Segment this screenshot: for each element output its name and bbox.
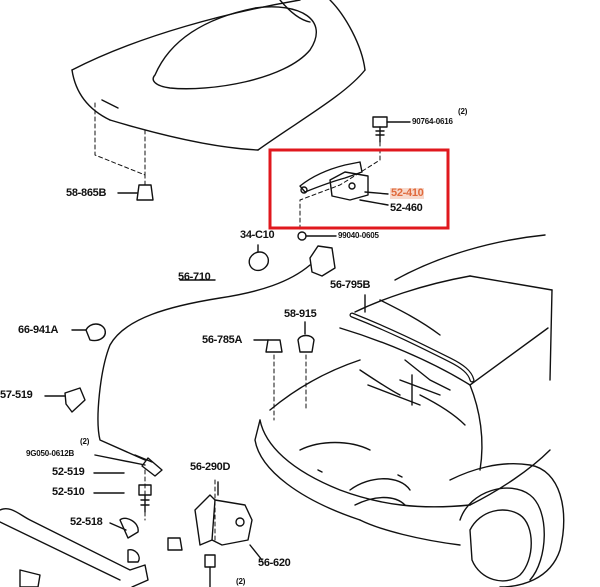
weatherstrip-part (349, 294, 475, 383)
part-label-bolt-lower: 9G050-0612B (26, 449, 75, 458)
stop-rubber-part (253, 321, 315, 353)
rod-clip-part (248, 244, 269, 272)
part-label-clip-c: 57-519 (0, 389, 33, 401)
part-label-52-460: 52-460 (390, 202, 423, 214)
qty-label-bottom: (2) (236, 577, 246, 586)
part-label-bracket-c: 52-518 (70, 516, 103, 528)
highlight-callout-box (268, 148, 450, 230)
part-label-bracket-a: 52-519 (52, 466, 85, 478)
part-label-rod-clip: 34-C10 (240, 229, 275, 241)
bracket-part (0, 472, 149, 587)
bolt-hinge-part (297, 231, 337, 241)
part-label-latch: 56-290D (190, 461, 231, 473)
bolt-top-part (372, 116, 411, 143)
part-label-hood-bumper: 58-865B (66, 187, 107, 199)
qty-label-lower: (2) (80, 437, 90, 446)
part-label-release-cable: 56-710 (178, 271, 211, 283)
part-label-bolt-hinge: 99040-0605 (338, 231, 379, 240)
hood-bumper-part (117, 184, 154, 201)
part-label-clip-a: 66-941A (18, 324, 59, 336)
part-label-stop-rubber: 56-785A (202, 334, 243, 346)
release-cable-part (97, 245, 336, 461)
hood-panel (71, 0, 366, 151)
clip-a-part (71, 323, 106, 342)
part-label-52-410: 52-410 (390, 187, 425, 199)
part-label-bracket-b: 52-510 (52, 486, 85, 498)
qty-label-top: (2) (458, 107, 468, 116)
clip-c-part (44, 387, 86, 413)
part-label-bolt-top: 90764-0616 (412, 117, 453, 126)
hood-latch-part (167, 481, 263, 587)
lower-bolt-part (94, 454, 163, 513)
part-label-clip-b: 58-915 (284, 308, 317, 320)
part-label-latch-cover: 56-620 (258, 557, 291, 569)
part-label-weatherstrip: 56-795B (330, 279, 371, 291)
hood-hinge-part (299, 161, 389, 206)
car-body (254, 234, 565, 587)
